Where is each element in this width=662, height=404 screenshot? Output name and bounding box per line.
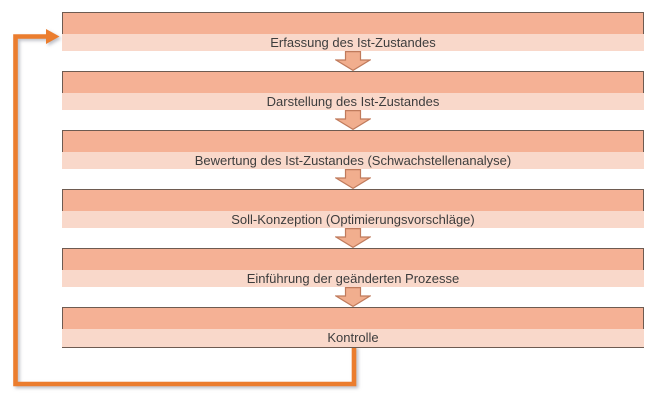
process-step-1: Erfassung des Ist-Zustandes [62,12,644,51]
step-header-band [62,71,644,93]
step-label: Soll-Konzeption (Optimierungsvorschläge) [62,211,644,228]
step-label: Darstellung des Ist-Zustandes [62,93,644,110]
step-header-band [62,130,644,152]
step-label: Erfassung des Ist-Zustandes [62,34,644,51]
down-arrow-icon [335,169,371,189]
down-arrow-icon [335,51,371,71]
step-label: Einführung der geänderten Prozesse [62,270,644,287]
down-arrow-icon [335,228,371,248]
feedback-loop-line [13,34,357,387]
step-header-band [62,307,644,329]
down-arrow-icon [335,287,371,307]
down-arrow-icon [335,110,371,130]
process-step-2: Darstellung des Ist-Zustandes [62,71,644,110]
process-step-5: Einführung der geänderten Prozesse [62,248,644,287]
process-step-4: Soll-Konzeption (Optimierungsvorschläge) [62,189,644,228]
step-header-band [62,248,644,270]
process-step-6: Kontrolle [62,307,644,348]
step-header-band [62,189,644,211]
step-label: Bewertung des Ist-Zustandes (Schwachstel… [62,152,644,169]
feedback-loop-arrowhead-icon [46,29,60,44]
step-label: Kontrolle [62,329,644,348]
step-header-band [62,12,644,34]
process-step-3: Bewertung des Ist-Zustandes (Schwachstel… [62,130,644,169]
